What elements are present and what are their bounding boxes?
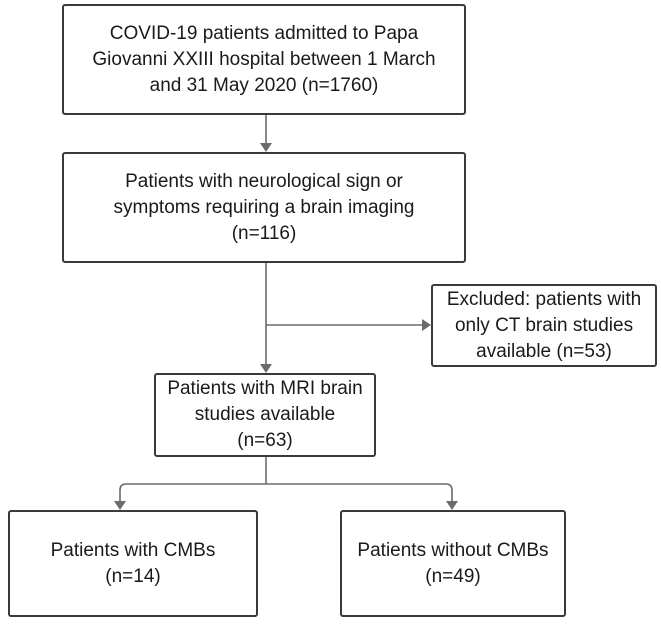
arrowhead-with-cmbs xyxy=(114,501,126,510)
arrowhead-neuro xyxy=(260,143,272,152)
mri-line-2: studies available xyxy=(194,404,336,425)
with-cmbs-line-2: (n=14) xyxy=(105,565,161,587)
excluded-line-2: only CT brain studies xyxy=(454,314,634,336)
without-cmbs-line-2: (n=49) xyxy=(425,565,481,587)
mri-line-3: (n=63) xyxy=(237,430,293,451)
neuro-line-2: symptoms requiring a brain imaging xyxy=(113,196,415,218)
arrowhead-without-cmbs xyxy=(446,501,458,510)
box-neurological-patients: Patients with neurological sign or sympt… xyxy=(62,152,466,263)
admitted-line-2: Giovanni XXIII hospital between 1 March xyxy=(92,48,436,70)
admitted-line-1: COVID-19 patients admitted to Papa xyxy=(109,22,419,44)
arrowhead-excluded xyxy=(422,319,431,331)
box-admitted-patients: COVID-19 patients admitted to Papa Giova… xyxy=(62,4,466,115)
admitted-line-3: and 31 May 2020 (n=1760) xyxy=(149,74,379,96)
excluded-line-3: available (n=53) xyxy=(476,340,612,362)
with-cmbs-line-1: Patients with CMBs xyxy=(50,539,216,561)
box-patients-with-cmbs: Patients with CMBs (n=14) xyxy=(8,510,258,617)
mri-line-1: Patients with MRI brain xyxy=(167,378,363,399)
box-mri-patients: Patients with MRI brain studies availabl… xyxy=(154,373,376,457)
neuro-line-1: Patients with neurological sign or xyxy=(125,170,403,192)
excluded-line-1: Excluded: patients with xyxy=(446,288,642,310)
arrowhead-mri xyxy=(260,364,272,373)
box-excluded-patients: Excluded: patients with only CT brain st… xyxy=(431,284,657,367)
without-cmbs-line-1: Patients without CMBs xyxy=(357,539,549,561)
neuro-line-3: (n=116) xyxy=(231,222,297,244)
line-split-right xyxy=(266,483,453,503)
line-split-left xyxy=(119,483,266,503)
box-patients-without-cmbs: Patients without CMBs (n=49) xyxy=(340,510,566,617)
